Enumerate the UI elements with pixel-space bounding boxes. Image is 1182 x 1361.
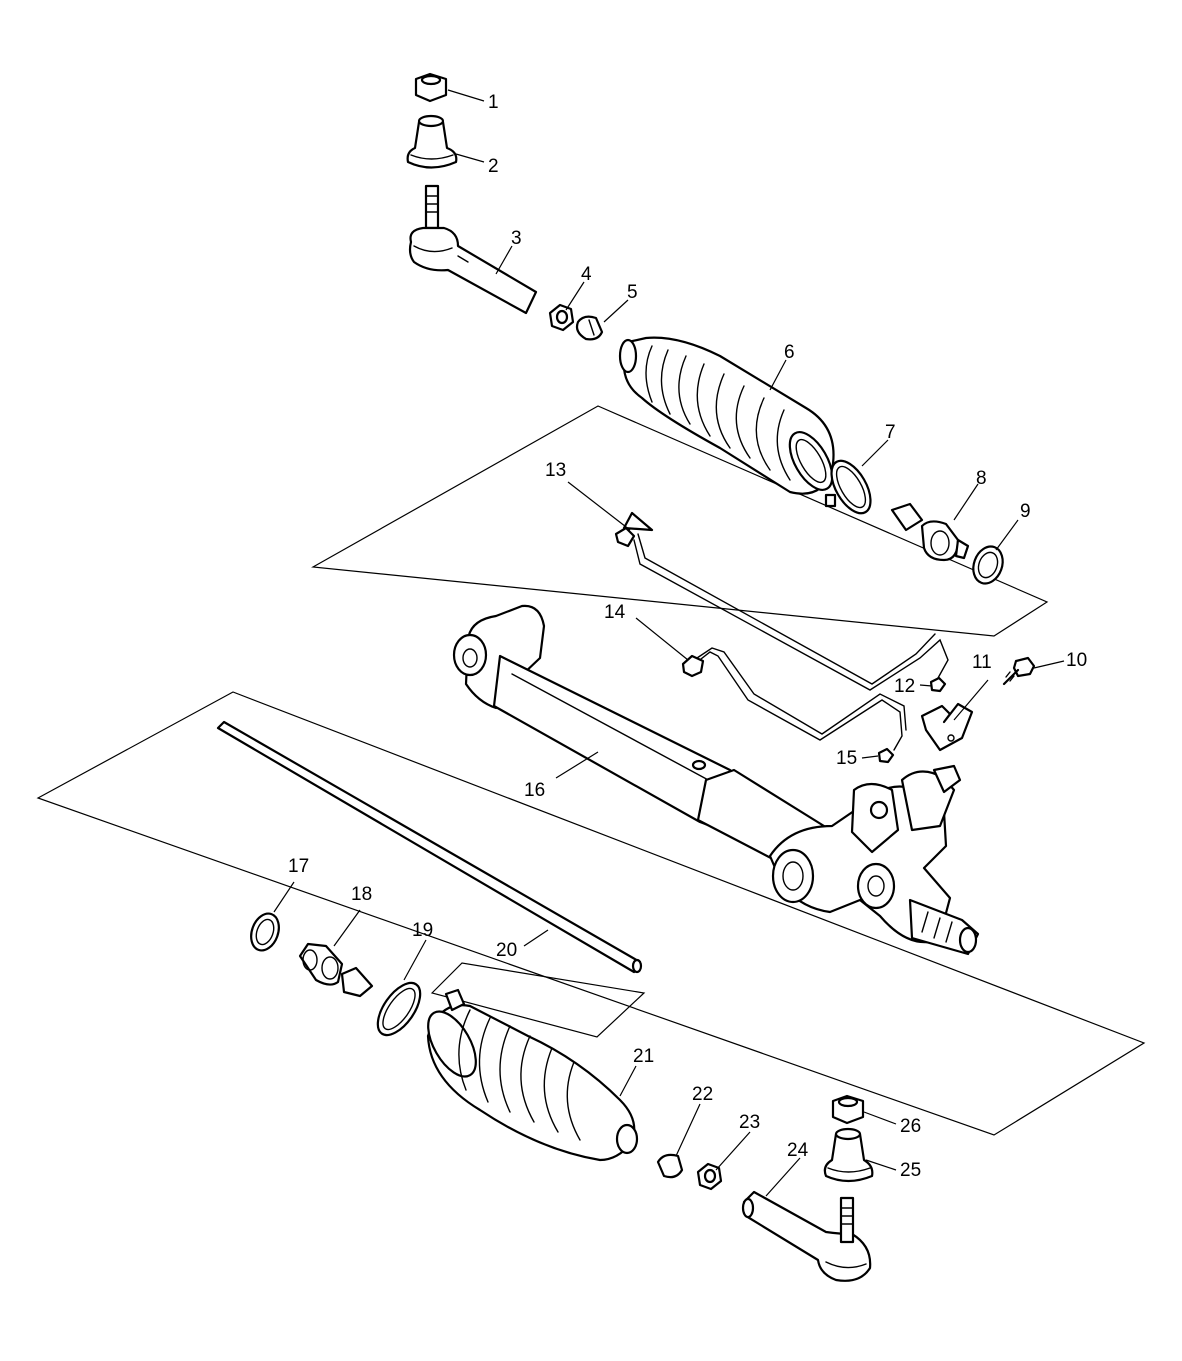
inner-tie-rod-8 [890, 502, 970, 562]
seal-2 [406, 114, 458, 169]
callout-9: 9 [1020, 501, 1031, 522]
callout-11: 11 [972, 652, 992, 673]
bolt-10 [1002, 656, 1036, 686]
callout-1: 1 [488, 92, 499, 113]
callout-21: 21 [633, 1046, 654, 1067]
leader-lines [273, 89, 1065, 1197]
callout-18: 18 [351, 884, 372, 905]
bracket-11 [920, 702, 974, 752]
clamp-19 [376, 981, 422, 1037]
callout-4: 4 [581, 264, 592, 285]
callout-15: 15 [836, 748, 857, 769]
pipe-14 [681, 647, 907, 751]
boot-group-frame [430, 962, 646, 1038]
callout-3: 3 [511, 228, 522, 249]
callout-8: 8 [976, 468, 987, 489]
callout-2: 2 [488, 156, 499, 177]
callout-6: 6 [784, 342, 795, 363]
callout-13: 13 [545, 460, 566, 481]
upper-group-frame [311, 405, 1049, 637]
callout-17: 17 [288, 856, 309, 877]
o-ring-12 [929, 676, 947, 693]
boot-6 [618, 336, 835, 495]
washer-17 [250, 912, 280, 952]
callout-7: 7 [885, 422, 896, 443]
lower-group-frame [36, 691, 1146, 1136]
callout-labels: 1 2 3 4 5 6 7 8 9 10 11 12 13 14 15 16 1… [288, 92, 1087, 1181]
pipe-13 [614, 511, 949, 691]
outer-tie-rod-24 [741, 1190, 872, 1282]
o-ring-15 [877, 747, 895, 764]
callout-10: 10 [1066, 650, 1087, 671]
callout-23: 23 [739, 1112, 760, 1133]
callout-19: 19 [412, 920, 433, 941]
boot-21 [426, 988, 639, 1162]
nut-26 [831, 1094, 865, 1125]
outer-tie-rod-3 [408, 184, 538, 315]
rack-20 [216, 720, 643, 974]
callout-24: 24 [787, 1140, 809, 1161]
callout-12: 12 [894, 676, 915, 697]
clamp-7 [824, 459, 872, 515]
clamp-5 [575, 315, 604, 341]
clamp-22 [656, 1153, 684, 1179]
callout-14: 14 [604, 602, 626, 623]
seal-25 [823, 1127, 874, 1183]
washer-9 [972, 545, 1004, 585]
inner-tie-rod-18 [298, 942, 374, 998]
rack-housing-16 [452, 604, 980, 956]
callout-26: 26 [900, 1116, 921, 1137]
callout-25: 25 [900, 1160, 921, 1181]
callout-20: 20 [496, 940, 517, 961]
jam-nut-4 [548, 303, 575, 332]
callout-16: 16 [524, 780, 545, 801]
nut-1 [414, 72, 448, 103]
callout-22: 22 [692, 1084, 713, 1105]
jam-nut-23 [696, 1162, 723, 1191]
callout-5: 5 [627, 282, 638, 303]
